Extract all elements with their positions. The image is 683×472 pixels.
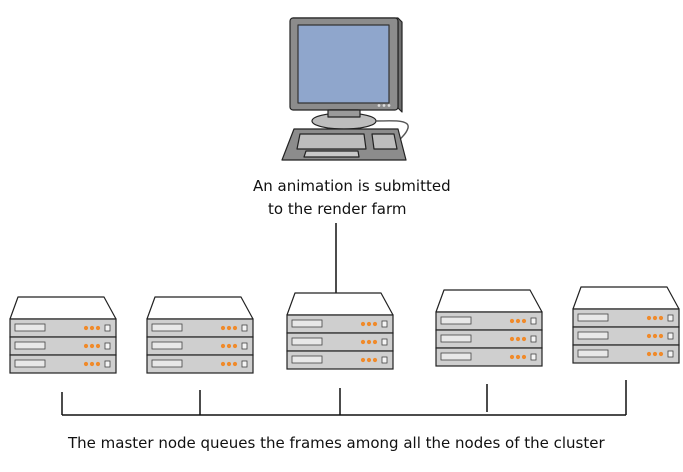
server-node-icon <box>286 292 394 370</box>
server-nodes <box>9 286 680 374</box>
server-node-icon <box>572 286 680 364</box>
submit-caption-line-1: An animation is submitted <box>253 177 451 195</box>
cluster-bus <box>61 380 627 416</box>
workstation-icon <box>281 17 409 161</box>
server-node-icon <box>146 296 254 374</box>
server-node-icon <box>435 289 543 367</box>
submit-caption-line-2: to the render farm <box>268 200 407 218</box>
server-node-icon <box>9 296 117 374</box>
cluster-caption: The master node queues the frames among … <box>68 434 605 452</box>
